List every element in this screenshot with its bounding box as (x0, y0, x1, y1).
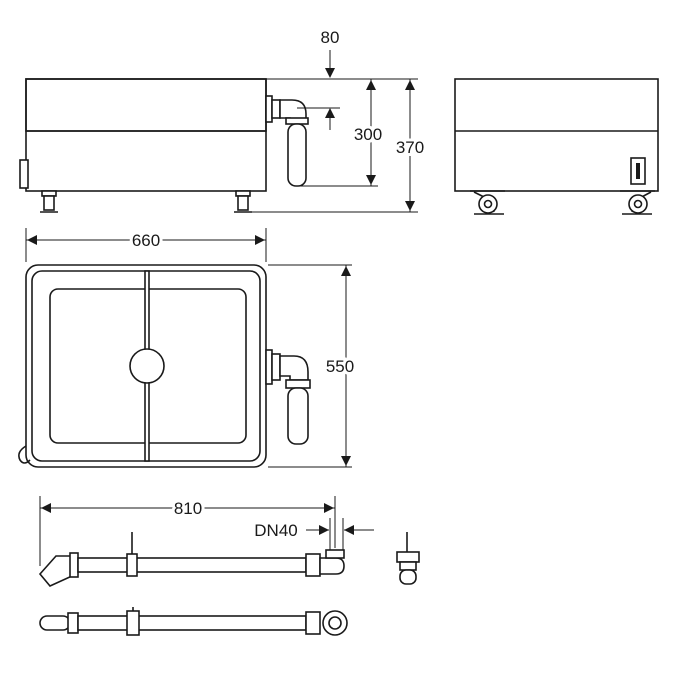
drain-pipe-top (287, 387, 309, 445)
pipe-top-view (39, 607, 348, 636)
dimension-300: 300 (266, 78, 385, 187)
dimension-550: 550 (268, 264, 357, 468)
pipe-side-view (38, 532, 345, 587)
outlet-elbow-top (265, 349, 311, 445)
dim-label-370: 370 (396, 138, 424, 157)
dim-label-80: 80 (321, 28, 340, 47)
dim-label-550: 550 (326, 357, 354, 376)
castor-right-front (234, 190, 252, 213)
outlet-elbow-front (265, 95, 340, 187)
dimension-80: 80 (321, 28, 340, 130)
drain-pipe-front (287, 123, 307, 187)
dim-label-300: 300 (354, 125, 382, 144)
top-view (18, 264, 311, 468)
castor-right-side (620, 190, 655, 215)
tub-body-front (25, 78, 267, 192)
dimension-810: 810 (39, 496, 336, 566)
dim-label-660: 660 (132, 231, 160, 250)
tub-body-side (454, 78, 659, 192)
dimension-370: 370 (252, 78, 427, 213)
handle-front (19, 159, 29, 189)
dim-label-dn40: DN40 (254, 521, 297, 540)
drain-pipe-long (77, 557, 307, 573)
pipe-end-view (396, 532, 420, 585)
castor-left-side (470, 190, 505, 215)
castor-left-front (40, 190, 58, 213)
side-view (454, 78, 659, 215)
handle-top (18, 445, 31, 464)
dim-label-810: 810 (174, 499, 202, 518)
drain-hole (129, 348, 165, 384)
dimension-660: 660 (25, 228, 267, 262)
dimension-dn40: DN40 (254, 518, 374, 550)
front-view (19, 78, 340, 213)
